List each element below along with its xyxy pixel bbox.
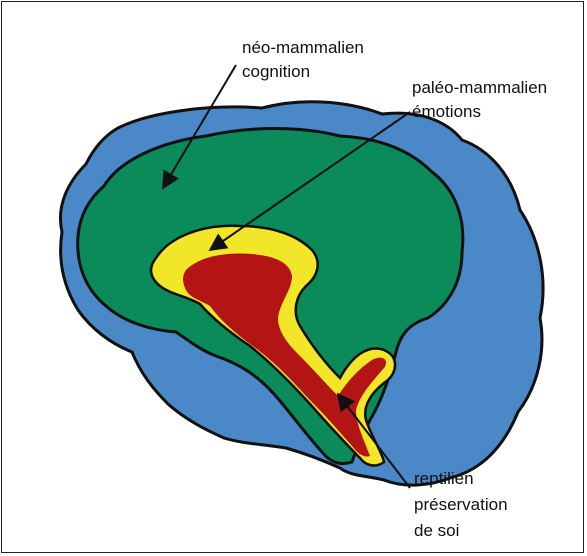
label-paleo-mammalien: paléo-mammalien: [412, 78, 547, 97]
label-neo-mammalien: néo-mammalien: [242, 38, 364, 57]
label-reptilien: reptilien: [414, 469, 474, 488]
label-de-soi: de soi: [414, 521, 459, 540]
label-preservation: préservation: [414, 495, 508, 514]
label-emotions: émotions: [412, 102, 481, 121]
label-cognition: cognition: [242, 62, 310, 81]
